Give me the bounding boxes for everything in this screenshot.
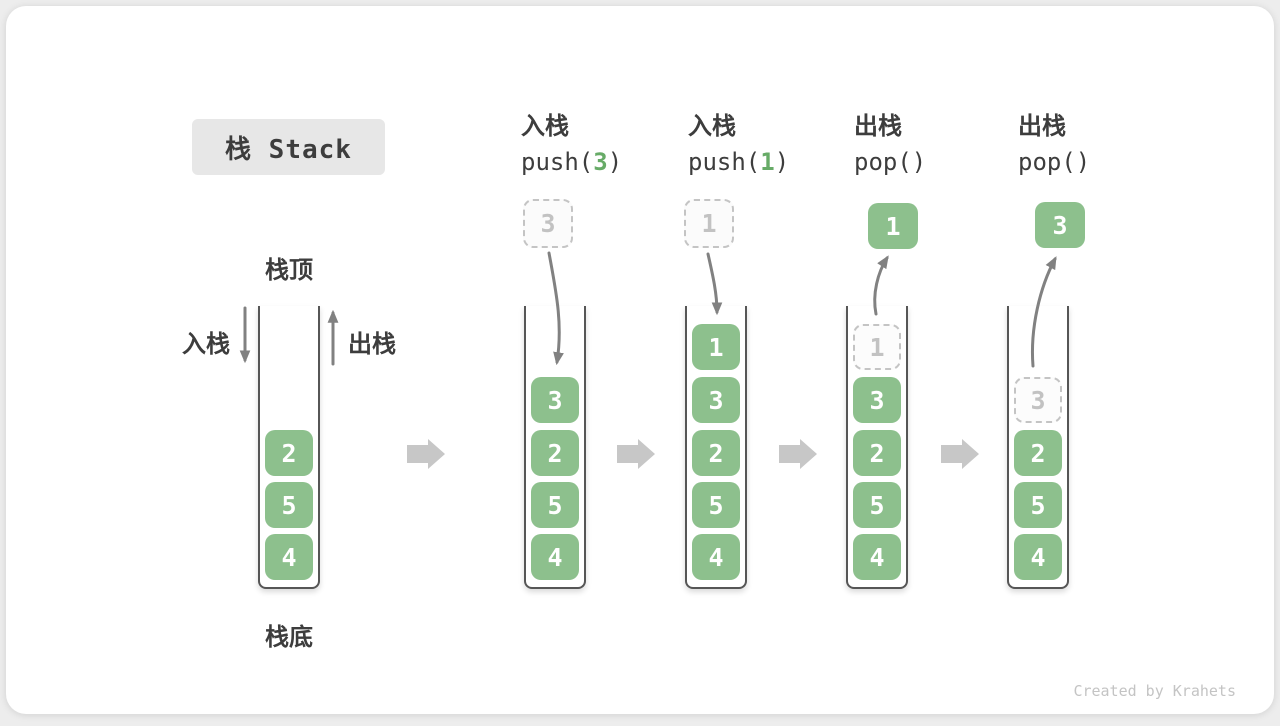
op-code-push-3: push(3) <box>521 149 622 175</box>
push-side-label: 入栈 <box>182 330 230 358</box>
stack-cell: 5 <box>531 482 579 528</box>
op-header-push-3: 入栈 push(3) <box>521 113 622 175</box>
floating-push-value-1: 1 <box>684 199 734 248</box>
stack-cell: 2 <box>1014 430 1062 476</box>
diagram-title-text: 栈 Stack <box>225 134 352 165</box>
code-text: ) <box>774 148 790 176</box>
code-arg: 3 <box>593 148 608 176</box>
floating-popped-value-3: 3 <box>1035 202 1085 248</box>
code-text: ) <box>607 148 623 176</box>
stack-top-label: 栈顶 <box>265 256 313 284</box>
stack-cell: 5 <box>1014 482 1062 528</box>
diagram-card: 栈 Stack 入栈 push(3) 入栈 push(1) 出栈 pop() 出… <box>6 6 1274 714</box>
stack-bottom-label: 栈底 <box>265 623 313 651</box>
transition-arrow-icon <box>617 439 655 469</box>
stack-after-pop-3: 3 2 5 4 <box>1007 306 1069 589</box>
code-text: push( <box>688 148 761 176</box>
stack-cell: 2 <box>692 430 740 476</box>
stack-cell: 1 <box>692 324 740 370</box>
stack-cell: 2 <box>265 430 313 476</box>
code-text: push( <box>521 148 594 176</box>
stack-cell: 4 <box>265 534 313 580</box>
op-code-pop-2: pop() <box>1018 149 1090 175</box>
op-header-pop-2: 出栈 pop() <box>1018 113 1090 175</box>
stack-cell: 5 <box>265 482 313 528</box>
floating-push-value-3: 3 <box>523 199 573 248</box>
stack-cell: 4 <box>853 534 901 580</box>
stack-cell: 2 <box>531 430 579 476</box>
op-name-pop: 出栈 <box>1018 112 1066 140</box>
stack-cell: 4 <box>692 534 740 580</box>
stack-cell: 4 <box>1014 534 1062 580</box>
op-header-pop-1: 出栈 pop() <box>854 113 926 175</box>
watermark: Created by Krahets <box>1073 682 1236 700</box>
stack-cell: 5 <box>853 482 901 528</box>
stack-after-push-1: 1 3 2 5 4 <box>685 306 747 589</box>
pop-side-label: 出栈 <box>348 330 396 358</box>
diagram-title: 栈 Stack <box>192 119 385 175</box>
op-header-push-1: 入栈 push(1) <box>688 113 789 175</box>
ghost-cell: 3 <box>1014 377 1062 423</box>
code-arg: 1 <box>760 148 775 176</box>
op-code-push-1: push(1) <box>688 149 789 175</box>
stack-after-pop-1: 1 3 2 5 4 <box>846 306 908 589</box>
op-name-push: 入栈 <box>688 112 736 140</box>
push-1-arrow <box>706 252 723 316</box>
stack-cell: 3 <box>531 377 579 423</box>
stack-initial: 2 5 4 <box>258 306 320 589</box>
transition-arrow-icon <box>407 439 445 469</box>
op-name-pop: 出栈 <box>854 112 902 140</box>
stack-cell: 4 <box>531 534 579 580</box>
op-code-pop-1: pop() <box>854 149 926 175</box>
stack-cell: 3 <box>692 377 740 423</box>
transition-arrow-icon <box>779 439 817 469</box>
ghost-cell: 1 <box>853 324 901 370</box>
stack-cell: 3 <box>853 377 901 423</box>
stack-after-push-3: 3 2 5 4 <box>524 306 586 589</box>
op-name-push: 入栈 <box>521 112 569 140</box>
stack-cell: 5 <box>692 482 740 528</box>
code-text: pop() <box>854 148 927 176</box>
transition-arrow-icon <box>941 439 979 469</box>
code-text: pop() <box>1018 148 1091 176</box>
stack-cell: 2 <box>853 430 901 476</box>
floating-popped-value-1: 1 <box>868 203 918 249</box>
